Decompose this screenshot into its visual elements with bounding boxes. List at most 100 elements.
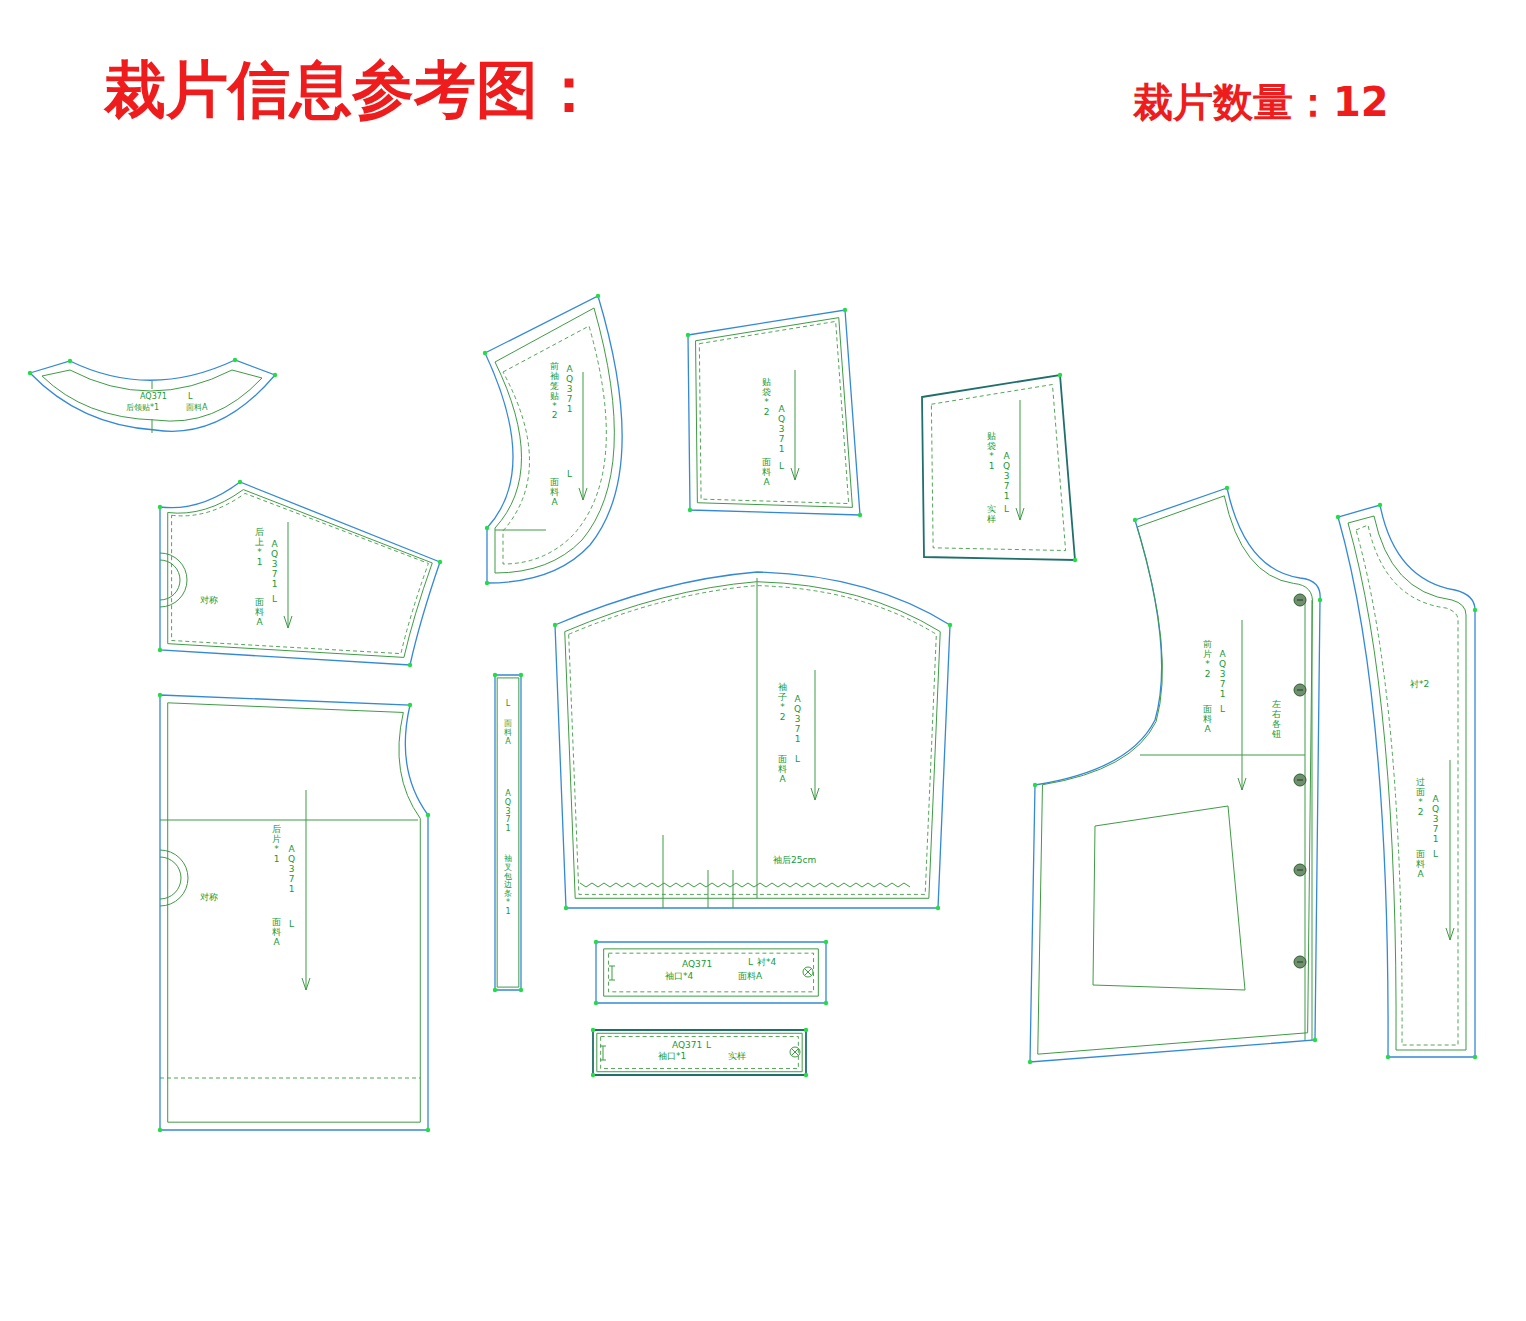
piece-label: AQ371 bbox=[1431, 795, 1440, 844]
piece-label: 面料A bbox=[255, 598, 264, 628]
seam-line bbox=[160, 857, 181, 899]
seam-line bbox=[1348, 516, 1466, 1050]
piece-label: 袖口*4 bbox=[665, 972, 693, 982]
corner-dot bbox=[1473, 608, 1477, 612]
piece-label: 前袖笼贴*2 bbox=[550, 362, 559, 421]
piece-label: 面料A bbox=[504, 720, 512, 746]
button-mark bbox=[1294, 864, 1306, 876]
corner-dot bbox=[273, 373, 277, 377]
piece-label: 袖叉包边条*1 bbox=[504, 855, 512, 917]
seam-line bbox=[708, 870, 709, 908]
piece-outline bbox=[550, 567, 955, 913]
seam-line bbox=[1030, 488, 1320, 1062]
seam-line bbox=[1297, 962, 1303, 963]
pattern-piece: 贴袋*2AQ371L面料A bbox=[683, 305, 865, 520]
piece-label: 衬*4 bbox=[757, 958, 776, 968]
corner-dot bbox=[1318, 598, 1322, 602]
corner-dot bbox=[686, 333, 690, 337]
seam-line bbox=[805, 969, 812, 976]
corner-dot bbox=[493, 673, 497, 677]
seam-line bbox=[495, 308, 614, 573]
piece-label: 面料A bbox=[550, 478, 559, 508]
corner-dot bbox=[1313, 1038, 1317, 1042]
corner-dot bbox=[564, 906, 568, 910]
piece-label: 实样 bbox=[728, 1052, 746, 1062]
seam-line bbox=[168, 703, 421, 1122]
seam-line bbox=[596, 942, 826, 1003]
pattern-piece: AQ371L后领贴*1面料A bbox=[25, 352, 283, 440]
piece-count: 裁片数量：12 bbox=[1133, 80, 1389, 124]
page-title: 裁片信息参考图： bbox=[104, 56, 600, 124]
corner-dot bbox=[1058, 373, 1062, 377]
piece-label: L bbox=[1431, 850, 1440, 860]
seam-line bbox=[1305, 600, 1306, 1040]
piece-label: 面料A bbox=[186, 404, 207, 413]
button-mark bbox=[1294, 684, 1306, 696]
corner-dot bbox=[485, 526, 489, 530]
corner-dot bbox=[158, 693, 162, 697]
drill-mark bbox=[803, 967, 813, 977]
seam-line bbox=[172, 493, 429, 653]
seam-line bbox=[485, 296, 622, 583]
piece-label: 袖后25cm bbox=[773, 856, 816, 866]
piece-outline bbox=[683, 305, 865, 520]
seam-line bbox=[922, 375, 1075, 560]
drill-mark bbox=[790, 1047, 800, 1057]
piece-label: L bbox=[270, 595, 279, 605]
pattern-piece: AQ371L衬*4袖口*4面料A bbox=[591, 937, 831, 1008]
seam-line bbox=[565, 582, 940, 899]
piece-outline bbox=[591, 937, 831, 1008]
seam-line bbox=[284, 616, 292, 628]
seam-line bbox=[1450, 760, 1451, 940]
seam-line bbox=[792, 1049, 799, 1056]
seam-line bbox=[160, 553, 187, 607]
seam-line bbox=[1297, 780, 1303, 781]
piece-label: 左右各钮 bbox=[1272, 700, 1281, 740]
seam-line bbox=[593, 1030, 806, 1075]
piece-label: AQ371 bbox=[270, 540, 279, 589]
seam-line bbox=[795, 370, 796, 480]
piece-label: L bbox=[706, 1041, 711, 1051]
corner-dot bbox=[1378, 503, 1382, 507]
piece-label: L bbox=[777, 462, 786, 472]
button-mark bbox=[1294, 956, 1306, 968]
piece-outline bbox=[917, 370, 1080, 565]
piece-label: 前片*2 bbox=[1203, 640, 1212, 680]
seam-line bbox=[160, 560, 180, 600]
piece-outline bbox=[480, 290, 655, 588]
piece-label: 面料A bbox=[778, 755, 787, 785]
pattern-piece: 袖子*2AQ371L面料A袖后25cm bbox=[550, 567, 955, 913]
piece-label: L bbox=[188, 393, 192, 402]
seam-line bbox=[1242, 620, 1243, 790]
corner-dot bbox=[594, 1001, 598, 1005]
piece-label: 面料A bbox=[272, 918, 281, 948]
corner-dot bbox=[233, 358, 237, 362]
seam-line bbox=[696, 318, 853, 508]
seam-line bbox=[1038, 496, 1313, 1054]
seam-line bbox=[757, 578, 758, 898]
seam-line bbox=[603, 1046, 604, 1060]
piece-label: 贴袋*1 bbox=[987, 432, 996, 472]
corner-dot bbox=[483, 351, 487, 355]
seam-line bbox=[1297, 870, 1303, 871]
seam-line bbox=[612, 966, 613, 980]
corner-dot bbox=[493, 988, 497, 992]
seam-line bbox=[160, 1078, 420, 1079]
seam-line bbox=[609, 966, 615, 967]
corner-dot bbox=[948, 623, 952, 627]
seam-line bbox=[288, 522, 289, 628]
piece-label: AQ371 bbox=[1218, 650, 1227, 699]
seam-line bbox=[597, 1033, 802, 1071]
corner-dot bbox=[596, 294, 600, 298]
piece-label: 后片*1 bbox=[272, 825, 281, 865]
piece-label: AQ371 bbox=[793, 695, 802, 744]
seam-line bbox=[583, 372, 584, 500]
corner-dot bbox=[824, 1001, 828, 1005]
piece-label: 过面*2 bbox=[1416, 778, 1425, 818]
button-mark bbox=[1294, 774, 1306, 786]
seam-line bbox=[160, 820, 418, 821]
seam-line bbox=[1020, 400, 1021, 520]
piece-label: AQ371 bbox=[777, 405, 786, 454]
piece-label: AQ371 bbox=[287, 845, 296, 894]
corner-dot bbox=[591, 1028, 595, 1032]
